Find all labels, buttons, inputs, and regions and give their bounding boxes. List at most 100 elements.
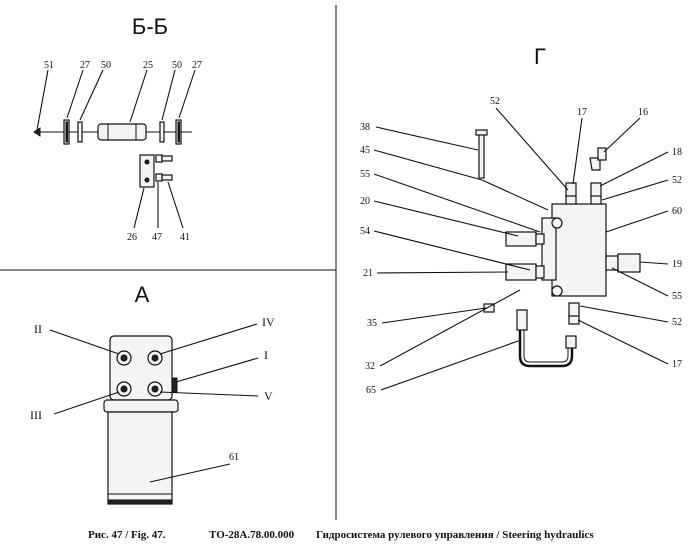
label-18: 18 <box>672 147 682 158</box>
label-65: 65 <box>366 385 376 396</box>
label-54: 54 <box>360 226 370 237</box>
section-a: А II IV I III V 61 <box>30 282 275 505</box>
label-55a: 55 <box>360 169 370 180</box>
label-41: 41 <box>180 232 190 243</box>
leader-35 <box>381 307 487 324</box>
leader-51 <box>36 69 49 131</box>
figure-caption: Рис. 47 / Fig. 47. ТО-28А.78.00.000 Гидр… <box>88 529 594 541</box>
caption-code: ТО-28А.78.00.000 <box>209 529 295 541</box>
ring-27-right-core <box>177 121 180 143</box>
label-26: 26 <box>127 232 137 243</box>
caption-desc: Гидросистема рулевого управления / Steer… <box>316 529 594 541</box>
section-g-title: Г <box>534 44 546 69</box>
leader-16 <box>603 117 641 153</box>
label-III: III <box>30 408 42 422</box>
label-50a: 50 <box>101 60 111 71</box>
port-III-core <box>120 385 128 393</box>
leader-27a <box>66 69 84 119</box>
housing-61 <box>107 411 173 505</box>
elbow-16 <box>589 157 601 171</box>
label-47: 47 <box>152 232 162 243</box>
leader-45b <box>481 179 549 211</box>
section-bb: Б-Б 51 <box>33 14 202 243</box>
leader-65 <box>380 339 522 391</box>
leader-60 <box>605 210 669 233</box>
label-35: 35 <box>367 318 377 329</box>
port-IV-core <box>151 354 159 362</box>
ring-27-left-core <box>65 121 68 143</box>
leader-27b <box>178 69 196 119</box>
label-38: 38 <box>360 122 370 133</box>
washer-47-top <box>155 154 163 163</box>
label-25: 25 <box>143 60 153 71</box>
fitting-19 <box>617 253 641 273</box>
label-45: 45 <box>360 145 370 156</box>
leader-17a <box>572 117 583 185</box>
label-17a: 17 <box>577 107 587 118</box>
label-16: 16 <box>638 107 648 118</box>
port-V-core <box>151 385 159 393</box>
leader-20 <box>373 200 519 237</box>
leader-52b <box>601 179 669 201</box>
washer-47-bottom <box>155 173 163 182</box>
nut-21 <box>535 265 545 279</box>
label-19: 19 <box>672 259 682 270</box>
pipe-65-inner <box>523 330 569 363</box>
bolt-41-bottom <box>161 174 173 181</box>
washer-50-left <box>77 121 83 143</box>
label-60: 60 <box>672 206 682 217</box>
label-17b: 17 <box>672 359 682 370</box>
leader-55b <box>611 267 669 297</box>
pipe-32-fitting <box>516 309 528 331</box>
label-II: II <box>34 322 42 336</box>
leader-32 <box>379 289 521 367</box>
label-51: 51 <box>44 60 54 71</box>
block-60 <box>551 203 607 297</box>
pipe-65 <box>518 330 574 368</box>
nut-52-bottom <box>568 315 580 325</box>
leader-19 <box>639 261 669 265</box>
fitting-18 <box>590 182 602 198</box>
fitting-17-bottom <box>568 302 580 318</box>
leader-61 <box>149 463 231 483</box>
fitting-21 <box>505 263 537 281</box>
port-II-core <box>120 354 128 362</box>
bracket-26 <box>139 154 155 188</box>
sleeve-25 <box>97 123 147 141</box>
leader-21 <box>376 271 509 274</box>
leader-II <box>49 329 120 355</box>
elbow-16-cap <box>597 147 607 161</box>
leader-52a <box>495 107 569 191</box>
block-60-side <box>541 217 557 281</box>
bolt-41-top <box>161 155 173 162</box>
leader-V <box>159 391 259 397</box>
caption-fig: Рис. 47 / Fig. 47. <box>88 529 166 541</box>
leader-25 <box>129 69 148 123</box>
label-52b: 52 <box>672 175 682 186</box>
label-V: V <box>264 389 273 403</box>
label-55b: 55 <box>672 291 682 302</box>
bolt-38-head <box>475 129 488 136</box>
valve-flange <box>103 399 179 413</box>
leader-41 <box>167 181 184 229</box>
port-I <box>171 377 178 393</box>
nut-54 <box>535 233 545 245</box>
leader-I <box>175 357 259 383</box>
leader-50a <box>79 69 104 121</box>
leader-17b <box>577 319 669 365</box>
leader-IV <box>159 323 258 355</box>
label-21: 21 <box>363 268 373 279</box>
bracket-26-hole-top <box>144 159 150 165</box>
label-27a: 27 <box>80 60 90 71</box>
leader-III <box>53 391 120 415</box>
bracket-26-hole-bottom <box>144 177 150 183</box>
label-52a: 52 <box>490 96 500 107</box>
nut-55-right <box>605 255 619 271</box>
label-61: 61 <box>229 452 239 463</box>
leader-55a <box>373 173 541 233</box>
label-50b: 50 <box>172 60 182 71</box>
block-60-hole-top <box>551 217 563 229</box>
bolt-38 <box>478 133 485 179</box>
leader-52c <box>579 305 669 323</box>
label-32: 32 <box>365 361 375 372</box>
